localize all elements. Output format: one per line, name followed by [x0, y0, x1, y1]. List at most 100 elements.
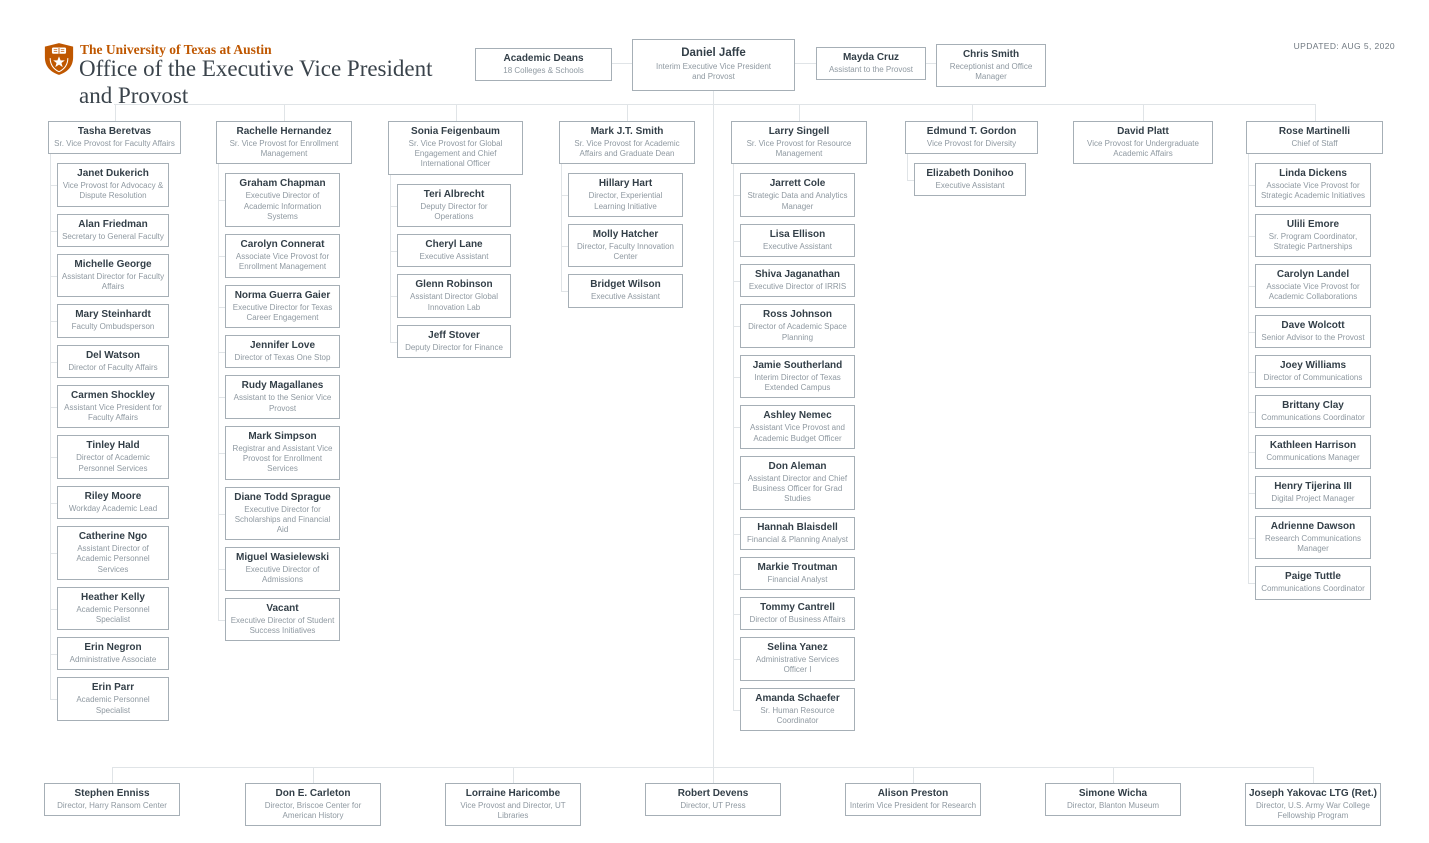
connector-stub [733, 240, 740, 242]
connector-stub [50, 275, 57, 277]
person-name: Rudy Magallanes [241, 380, 324, 392]
person-title: Senior Advisor to the Provost [1261, 332, 1365, 342]
person-name: Michelle George [74, 258, 152, 270]
person-title: Vice Provost for Advocacy & Dispute Reso… [62, 181, 164, 201]
connector-stub [390, 205, 397, 207]
connector-stub [218, 200, 225, 201]
connector-drop [456, 104, 457, 121]
person-name: Daniel Jaffe [681, 47, 746, 60]
person-title: Director, U.S. Army War College Fellowsh… [1256, 801, 1370, 821]
person-title: Associate Vice Provost for Academic Coll… [1266, 282, 1360, 302]
person-name: Diane Todd Sprague [234, 491, 331, 503]
connector-stub [50, 230, 57, 232]
person-name: Amanda Schaefer [755, 692, 840, 704]
person-name: Lisa Ellison [769, 228, 826, 240]
connector-stub [50, 406, 57, 408]
person-name: Norma Guerra Gaier [234, 289, 331, 301]
person-title: Deputy Director for Finance [405, 342, 503, 352]
person-title: Director, Blanton Museum [1066, 801, 1160, 810]
connector-bus-top [114, 104, 1315, 105]
connector-drop [972, 104, 973, 121]
connector-stub [733, 483, 740, 484]
connector-stub [218, 568, 225, 570]
person-title: Assistant Director Global Innovation Lab [409, 292, 499, 312]
person-name: Alison Preston [877, 788, 949, 799]
person-title: Director, UT Press [680, 801, 746, 810]
person-name: Jeff Stover [428, 329, 480, 341]
person-name: Shiva Jaganathan [754, 269, 841, 281]
person-name: Don E. Carleton [275, 788, 351, 799]
connector-stub [733, 325, 740, 327]
person-title: Vice Provost for Undergraduate Academic … [1087, 139, 1199, 159]
connector-drop [1313, 767, 1314, 783]
person-name: Kathleen Harrison [1269, 440, 1357, 452]
connector-stub [218, 514, 225, 515]
person-title: Assistant Director for Faculty Affairs [61, 271, 165, 292]
connector-stub [1248, 184, 1255, 186]
person-title: Executive Assistant [935, 181, 1005, 191]
person-title: Executive Director of IRRIS [748, 282, 847, 292]
person-name: Heather Kelly [81, 591, 145, 603]
person-title: 18 Colleges & Schools [503, 66, 584, 75]
connector-stub [561, 245, 568, 247]
connector-stub [1248, 285, 1255, 287]
connector-stub [1248, 537, 1255, 539]
connector-stub [733, 658, 740, 660]
connector-drop [799, 104, 800, 121]
person-name: Linda Dickens [1279, 168, 1347, 180]
person-title: Assistant Vice President for Faculty Aff… [64, 402, 162, 423]
person-title: Faculty Ombudsperson [71, 322, 155, 332]
connector-stub [50, 361, 57, 363]
person-title: Executive Director of Admissions [245, 565, 320, 585]
person-name: Don Aleman [768, 460, 827, 472]
person-name: Carolyn Landel [1276, 269, 1350, 281]
page-title: Office of the Executive Vice President a… [79, 56, 433, 109]
person-title: Executive Director for Texas Career Enga… [232, 302, 333, 322]
person-name: Tinley Hald [86, 440, 140, 452]
connector-drop [313, 767, 314, 783]
person-title: Executive Assistant [419, 252, 489, 262]
person-name: Adrienne Dawson [1270, 520, 1356, 532]
person-title: Director of Texas One Stop [234, 353, 331, 363]
person-title: Chief of Staff [1291, 139, 1338, 148]
person-name: Mary Steinhardt [75, 309, 151, 321]
person-name: Hillary Hart [598, 178, 653, 190]
person-title: Sr. Vice Provost for Resource Management [746, 139, 852, 159]
connector-drop [115, 104, 116, 121]
person-title: Financial & Planning Analyst [747, 534, 848, 544]
person-title: Associate Vice Provost for Strategic Aca… [1260, 181, 1366, 201]
person-title: Director of Communications [1263, 372, 1363, 382]
connector-stub [390, 250, 397, 252]
person-name: Tommy Cantrell [760, 601, 835, 613]
connector-drop [913, 767, 914, 783]
person-title: Communications Coordinator [1261, 584, 1365, 594]
org-box-provost-assistant: Mayda Cruz Assistant to the Provost [816, 47, 926, 81]
org-box-academic-deans: Academic Deans 18 Colleges & Schools [475, 48, 612, 82]
connector-stub [218, 351, 225, 353]
person-title: Research Communications Manager [1264, 533, 1362, 554]
institution-name: The University of Texas at Austin [80, 42, 272, 57]
